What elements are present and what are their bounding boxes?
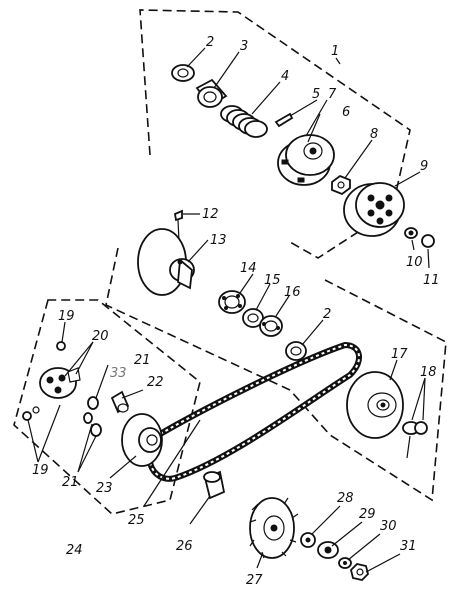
part-19-roller-lower: [22, 411, 32, 421]
part-12-screw: [173, 209, 183, 222]
group-24-outline: [13, 299, 201, 515]
callout-12: 12: [202, 207, 219, 222]
part-19-roller-upper: [56, 341, 66, 351]
callout-26: 26: [176, 539, 193, 554]
part-31-nut: [350, 563, 369, 581]
callout-19-upper: 19: [58, 309, 75, 324]
part-20-variator: [39, 367, 81, 399]
callout-23: 23: [96, 481, 113, 496]
parts: [22, 64, 435, 581]
callout-29: 29: [359, 507, 376, 522]
callout-21-upper: 21: [134, 353, 151, 368]
callout-15: 15: [264, 273, 281, 288]
part-11-cap: [421, 234, 435, 248]
part-3-bushing: [195, 78, 228, 108]
part-6-clutch: [277, 134, 335, 186]
callout-24: 24: [66, 543, 83, 558]
part-9-housing: [343, 182, 405, 237]
part-5-pin: [274, 112, 294, 128]
callout-labels: 1 2 3 4 5 6 7 8 9 10 11 12 13 14 15 16 2…: [32, 35, 440, 588]
group-1-outline: [139, 9, 411, 259]
part-17-rear-pulley: [346, 371, 404, 439]
callout-10: 10: [406, 255, 423, 270]
callout-27: 27: [246, 573, 263, 588]
part-2-ring-hole: [177, 68, 189, 78]
callout-30: 30: [380, 519, 397, 534]
callout-14: 14: [240, 261, 257, 276]
part-19-roller-b: [32, 406, 40, 414]
part-18-cap: [414, 421, 428, 435]
callout-6: 6: [342, 105, 350, 120]
part-23-front-pulley: [121, 413, 163, 467]
callout-7: 7: [328, 87, 337, 102]
callout-5: 5: [312, 87, 320, 102]
callout-16: 16: [284, 285, 301, 300]
part-27-fan: [249, 497, 299, 559]
part-14-bearing: [218, 290, 246, 314]
callout-2: 2: [206, 35, 214, 50]
callout-20: 20: [92, 329, 109, 344]
part-4-spring: [220, 105, 268, 138]
callout-21-lower: 21: [62, 475, 79, 490]
group-17-outline: [105, 247, 447, 502]
callout-3: 3: [240, 39, 248, 54]
part-21-roller-a: [87, 396, 99, 410]
callout-31: 31: [400, 539, 417, 554]
callout-18: 18: [420, 365, 437, 380]
part-26-sleeve: [203, 470, 226, 500]
callout-19-lower: 19: [32, 463, 49, 478]
callout-28: 28: [337, 491, 354, 506]
callout-8: 8: [370, 127, 378, 142]
callout-25: 25: [128, 513, 145, 528]
callout-33: 33: [110, 366, 127, 381]
callout-22: 22: [147, 375, 164, 390]
leader-lines: [27, 47, 430, 573]
callout-1: 1: [331, 44, 339, 59]
callout-17: 17: [391, 347, 408, 362]
part-29-plate: [317, 541, 339, 559]
callout-9: 9: [420, 159, 428, 174]
part-28-star-washer: [300, 532, 316, 548]
part-13-pulley-face: [137, 228, 195, 296]
part-21-roller-c: [83, 412, 93, 424]
part-25-belt: [147, 341, 362, 482]
group-outlines: [13, 9, 447, 515]
callout-11: 11: [423, 273, 440, 288]
callout-4: 4: [281, 69, 289, 84]
callout-2-lower: 2: [323, 307, 331, 322]
part-21-roller-b: [90, 423, 102, 437]
part-16-bearing: [259, 315, 283, 337]
part-22-sleeve: [110, 390, 130, 414]
callout-13: 13: [210, 233, 227, 248]
